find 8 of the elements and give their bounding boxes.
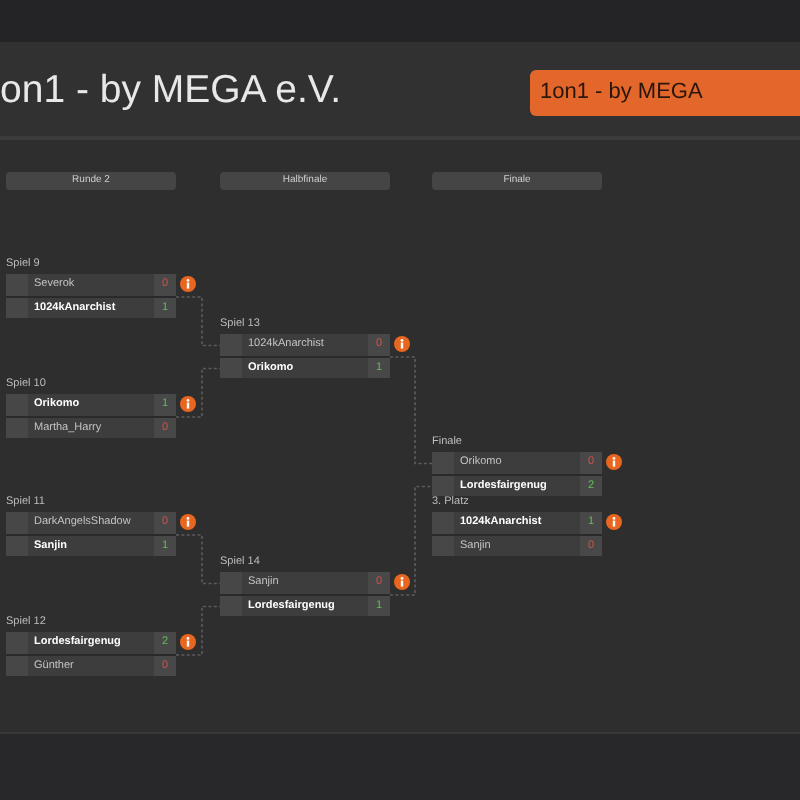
page-title: on1 - by MEGA e.V. <box>0 66 342 116</box>
tournament-button: 1on1 - by MEGA <box>530 70 800 116</box>
bracket-connector <box>175 296 221 347</box>
bracket-connector <box>389 356 433 465</box>
bracket-connector <box>175 534 221 585</box>
bracket-connector <box>175 605 221 656</box>
bracket-connector <box>389 485 433 596</box>
bracket-connector <box>175 367 221 418</box>
